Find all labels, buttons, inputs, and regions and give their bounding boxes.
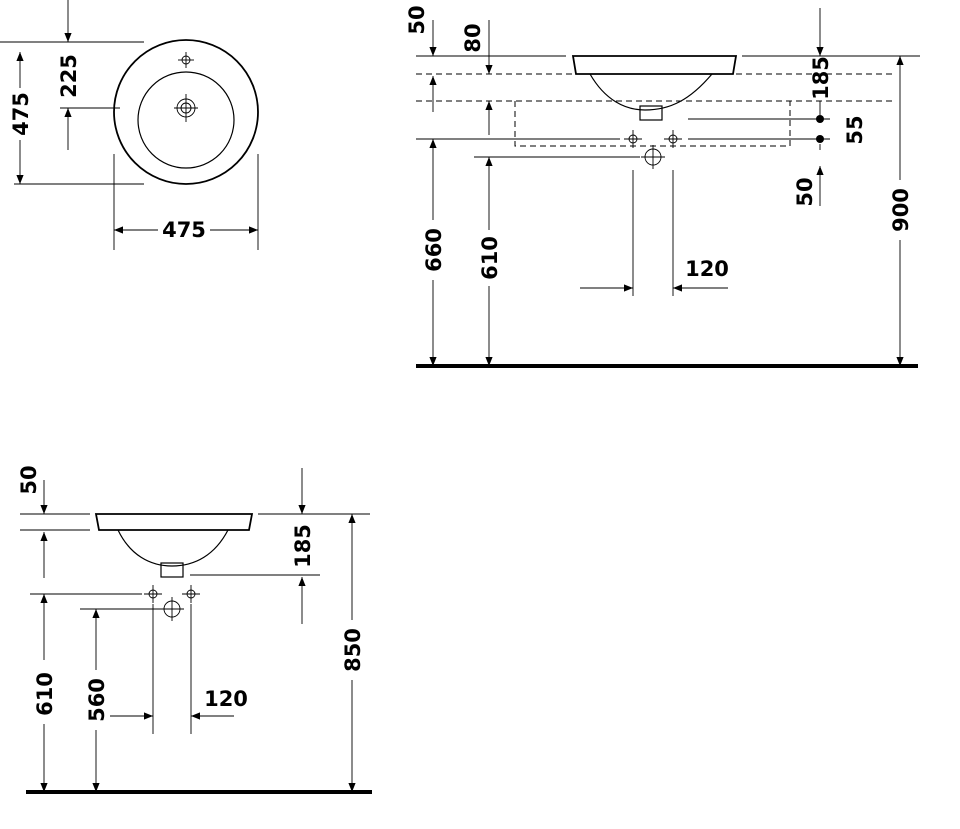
supply-valve-icon [144, 585, 162, 603]
dim-top-width: 475 [162, 218, 206, 242]
dim-a-supply-height: 660 [422, 228, 446, 272]
tap-hole-icon [178, 52, 194, 68]
dim-top-tap-offset: 225 [57, 54, 81, 98]
basin-bowl-a [589, 73, 713, 111]
waste-pipe-icon [641, 145, 665, 169]
dim-b-height-total: 850 [341, 628, 365, 672]
basin-rim-a [571, 55, 738, 75]
dim-top-depth: 475 [9, 92, 33, 136]
drain-outlet-a [639, 105, 663, 121]
supply-valve-icon [182, 585, 200, 603]
basin-outer-rim [113, 39, 259, 185]
dim-b-trap-width: 120 [204, 687, 248, 711]
dim-b-rim: 50 [17, 465, 41, 494]
dim-a-trap-offset: 50 [793, 177, 817, 206]
dim-a-rim: 50 [405, 5, 429, 34]
dim-a-height-total: 900 [889, 188, 913, 232]
basin-rim-b [94, 513, 254, 531]
dim-a-waste-height: 610 [478, 236, 502, 280]
top-view: 475 225 475 [0, 0, 259, 250]
supply-valve-icon [664, 130, 682, 148]
dim-a-rim-to-deck: 80 [461, 23, 485, 52]
drain-outlet-b [160, 562, 184, 578]
supply-valve-icon [624, 130, 642, 148]
basin-bowl-b [117, 529, 229, 567]
dim-b-basin-depth: 185 [291, 524, 315, 568]
dim-b-waste-height: 560 [85, 678, 109, 722]
dim-a-pipe-spacing: 55 [843, 115, 867, 144]
waste-pipe-icon [160, 597, 184, 621]
dim-a-basin-depth: 185 [809, 56, 833, 100]
basin-bowl [137, 71, 235, 169]
side-view-b: 50 185 850 610 560 120 [17, 465, 372, 794]
dim-a-trap-width: 120 [685, 257, 729, 281]
dim-b-supply-height: 610 [33, 672, 57, 716]
drain-icon [174, 94, 198, 122]
side-view-a: 50 80 185 55 50 900 660 610 120 [405, 5, 920, 368]
